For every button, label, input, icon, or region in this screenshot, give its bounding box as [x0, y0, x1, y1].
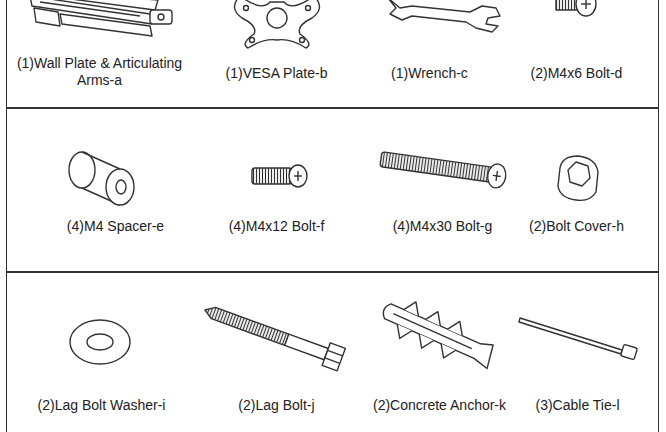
vesa-plate [234, 0, 319, 48]
part-label: (2)M4x6 Bolt-d [531, 65, 623, 82]
part-label: (1)Wrench-c [391, 65, 468, 82]
part-label: (4)M4x30 Bolt-g [393, 218, 493, 235]
part-label: (1)Wall Plate & Articulating Arms-a [15, 55, 185, 89]
part-label: (2)Lag Bolt-j [238, 397, 314, 414]
part-label: (2)Concrete Anchor-k [373, 397, 506, 414]
bolt-g [379, 148, 507, 189]
bolt-f [252, 165, 307, 187]
cable-tie [519, 318, 637, 360]
wall-plate-arms [30, 0, 172, 36]
part-label: (4)M4 Spacer-e [67, 218, 164, 235]
part-label: (2)Lag Bolt Washer-i [38, 397, 166, 414]
parts-row: (4)M4 Spacer-e (4)M4x12 Bolt-f (4)M4x30 Bo… [6, 107, 659, 273]
lag-bolt [201, 299, 345, 371]
part-label: (4)M4x12 Bolt-f [229, 218, 325, 235]
spacer-e [69, 152, 134, 205]
bolt-cover [558, 156, 598, 200]
part-label: (1)VESA Plate-b [226, 65, 328, 82]
parts-row: (1)Wall Plate & Articulating Arms-a (1)VE… [6, 0, 659, 109]
part-label: (2)Bolt Cover-h [529, 218, 624, 235]
part-label: (3)Cable Tie-l [535, 397, 619, 414]
wrench [388, 0, 500, 32]
parts-row: (2)Lag Bolt Washer-i (2)Lag Bolt-j (2)Conc… [6, 271, 659, 432]
bolt-d [556, 0, 596, 16]
concrete-anchor [376, 291, 500, 376]
washer-i [70, 320, 130, 364]
